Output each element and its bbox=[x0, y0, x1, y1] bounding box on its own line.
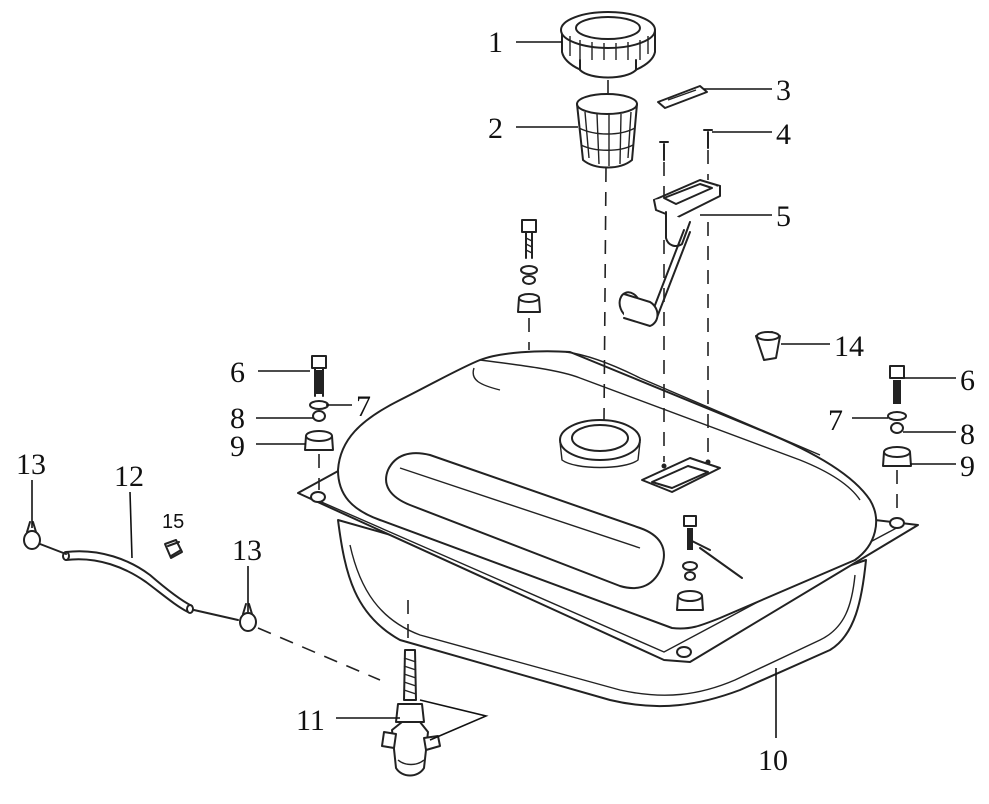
fuel-hose bbox=[39, 543, 239, 621]
callout-1: 1 bbox=[488, 26, 503, 59]
callout-7-right: 7 bbox=[828, 404, 843, 437]
callout-15: 15 bbox=[162, 511, 184, 533]
right-mount-hardware bbox=[882, 365, 912, 467]
callout-9-right: 9 bbox=[960, 450, 975, 483]
callout-4: 4 bbox=[776, 118, 791, 151]
hose-clamp-right bbox=[239, 603, 257, 632]
callout-6-left: 6 bbox=[230, 356, 245, 389]
callout-12: 12 bbox=[114, 460, 144, 493]
callout-5: 5 bbox=[776, 200, 791, 233]
gauge-gasket-clip bbox=[657, 85, 708, 109]
fuel-strainer bbox=[576, 93, 638, 169]
gauge-screws bbox=[659, 129, 713, 161]
hose-clip-small bbox=[164, 539, 183, 559]
callout-14: 14 bbox=[834, 330, 864, 363]
callout-10: 10 bbox=[758, 744, 788, 777]
callout-13-left: 13 bbox=[16, 448, 46, 481]
assembly-centerlines bbox=[257, 80, 898, 681]
hose-clamp-left bbox=[23, 521, 41, 550]
fuel-valve bbox=[381, 649, 441, 777]
callout-8-right: 8 bbox=[960, 418, 975, 451]
vent-cap bbox=[755, 331, 781, 361]
callout-7-left: 7 bbox=[356, 390, 371, 423]
front-mount-hardware bbox=[676, 515, 704, 611]
fuel-gauge bbox=[618, 179, 721, 327]
callout-6-right: 6 bbox=[960, 364, 975, 397]
callout-labels: 1 2 3 4 5 6 7 8 9 6 7 8 9 10 11 12 13 13… bbox=[16, 26, 975, 777]
callout-11: 11 bbox=[296, 704, 325, 737]
callout-3: 3 bbox=[776, 74, 791, 107]
left-mount-hardware bbox=[304, 355, 334, 451]
callout-8-left: 8 bbox=[230, 402, 245, 435]
leader-lines bbox=[31, 41, 956, 741]
callout-2: 2 bbox=[488, 112, 503, 145]
center-mount-hardware bbox=[517, 219, 541, 313]
fuel-tank bbox=[297, 350, 919, 708]
callout-13-right: 13 bbox=[232, 534, 262, 567]
fuel-cap bbox=[560, 11, 656, 79]
callout-9-left: 9 bbox=[230, 430, 245, 463]
